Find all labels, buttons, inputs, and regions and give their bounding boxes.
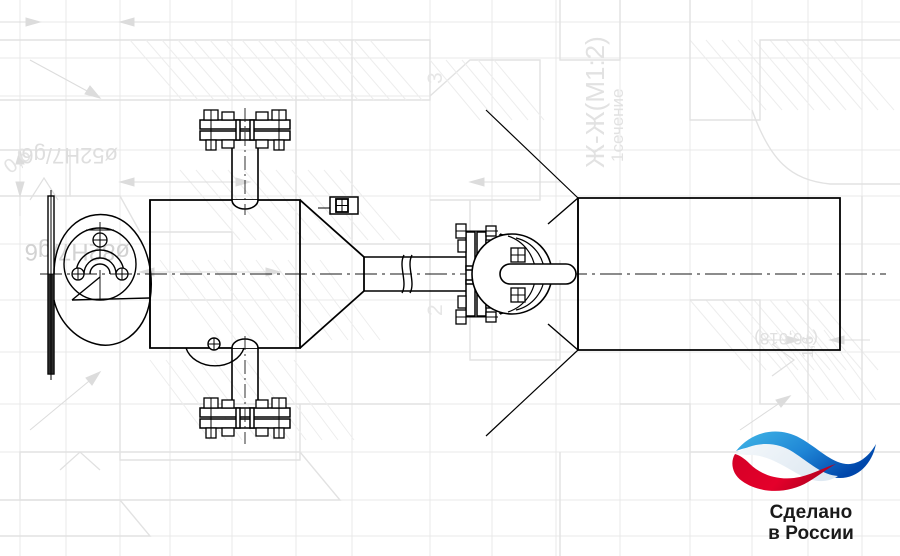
logo-caption: Сделано в России <box>726 502 896 545</box>
cone-connection-box <box>318 196 359 215</box>
bottom-flange-bolts <box>203 397 287 439</box>
made-in-russia-logo: Сделано в России <box>726 424 896 552</box>
body-internal-detail <box>185 337 245 367</box>
bottom-nozzle <box>231 338 259 408</box>
flange-stub-shaft <box>499 263 577 285</box>
end-cap-center-marks <box>86 222 114 300</box>
top-flange-bolts <box>203 109 287 151</box>
cone-reducer <box>299 199 365 349</box>
connecting-shaft <box>364 254 472 294</box>
leader-lines <box>485 109 579 437</box>
right-flange-bolts <box>510 247 526 303</box>
logo-caption-line1: Сделано <box>769 502 853 523</box>
russia-flag-bird-icon <box>732 431 876 491</box>
left-mounting-plate <box>47 190 55 380</box>
logo-caption-line2: в России <box>768 523 854 545</box>
right-cylinder-body <box>547 197 841 351</box>
mid-flange-bolts <box>455 223 498 325</box>
